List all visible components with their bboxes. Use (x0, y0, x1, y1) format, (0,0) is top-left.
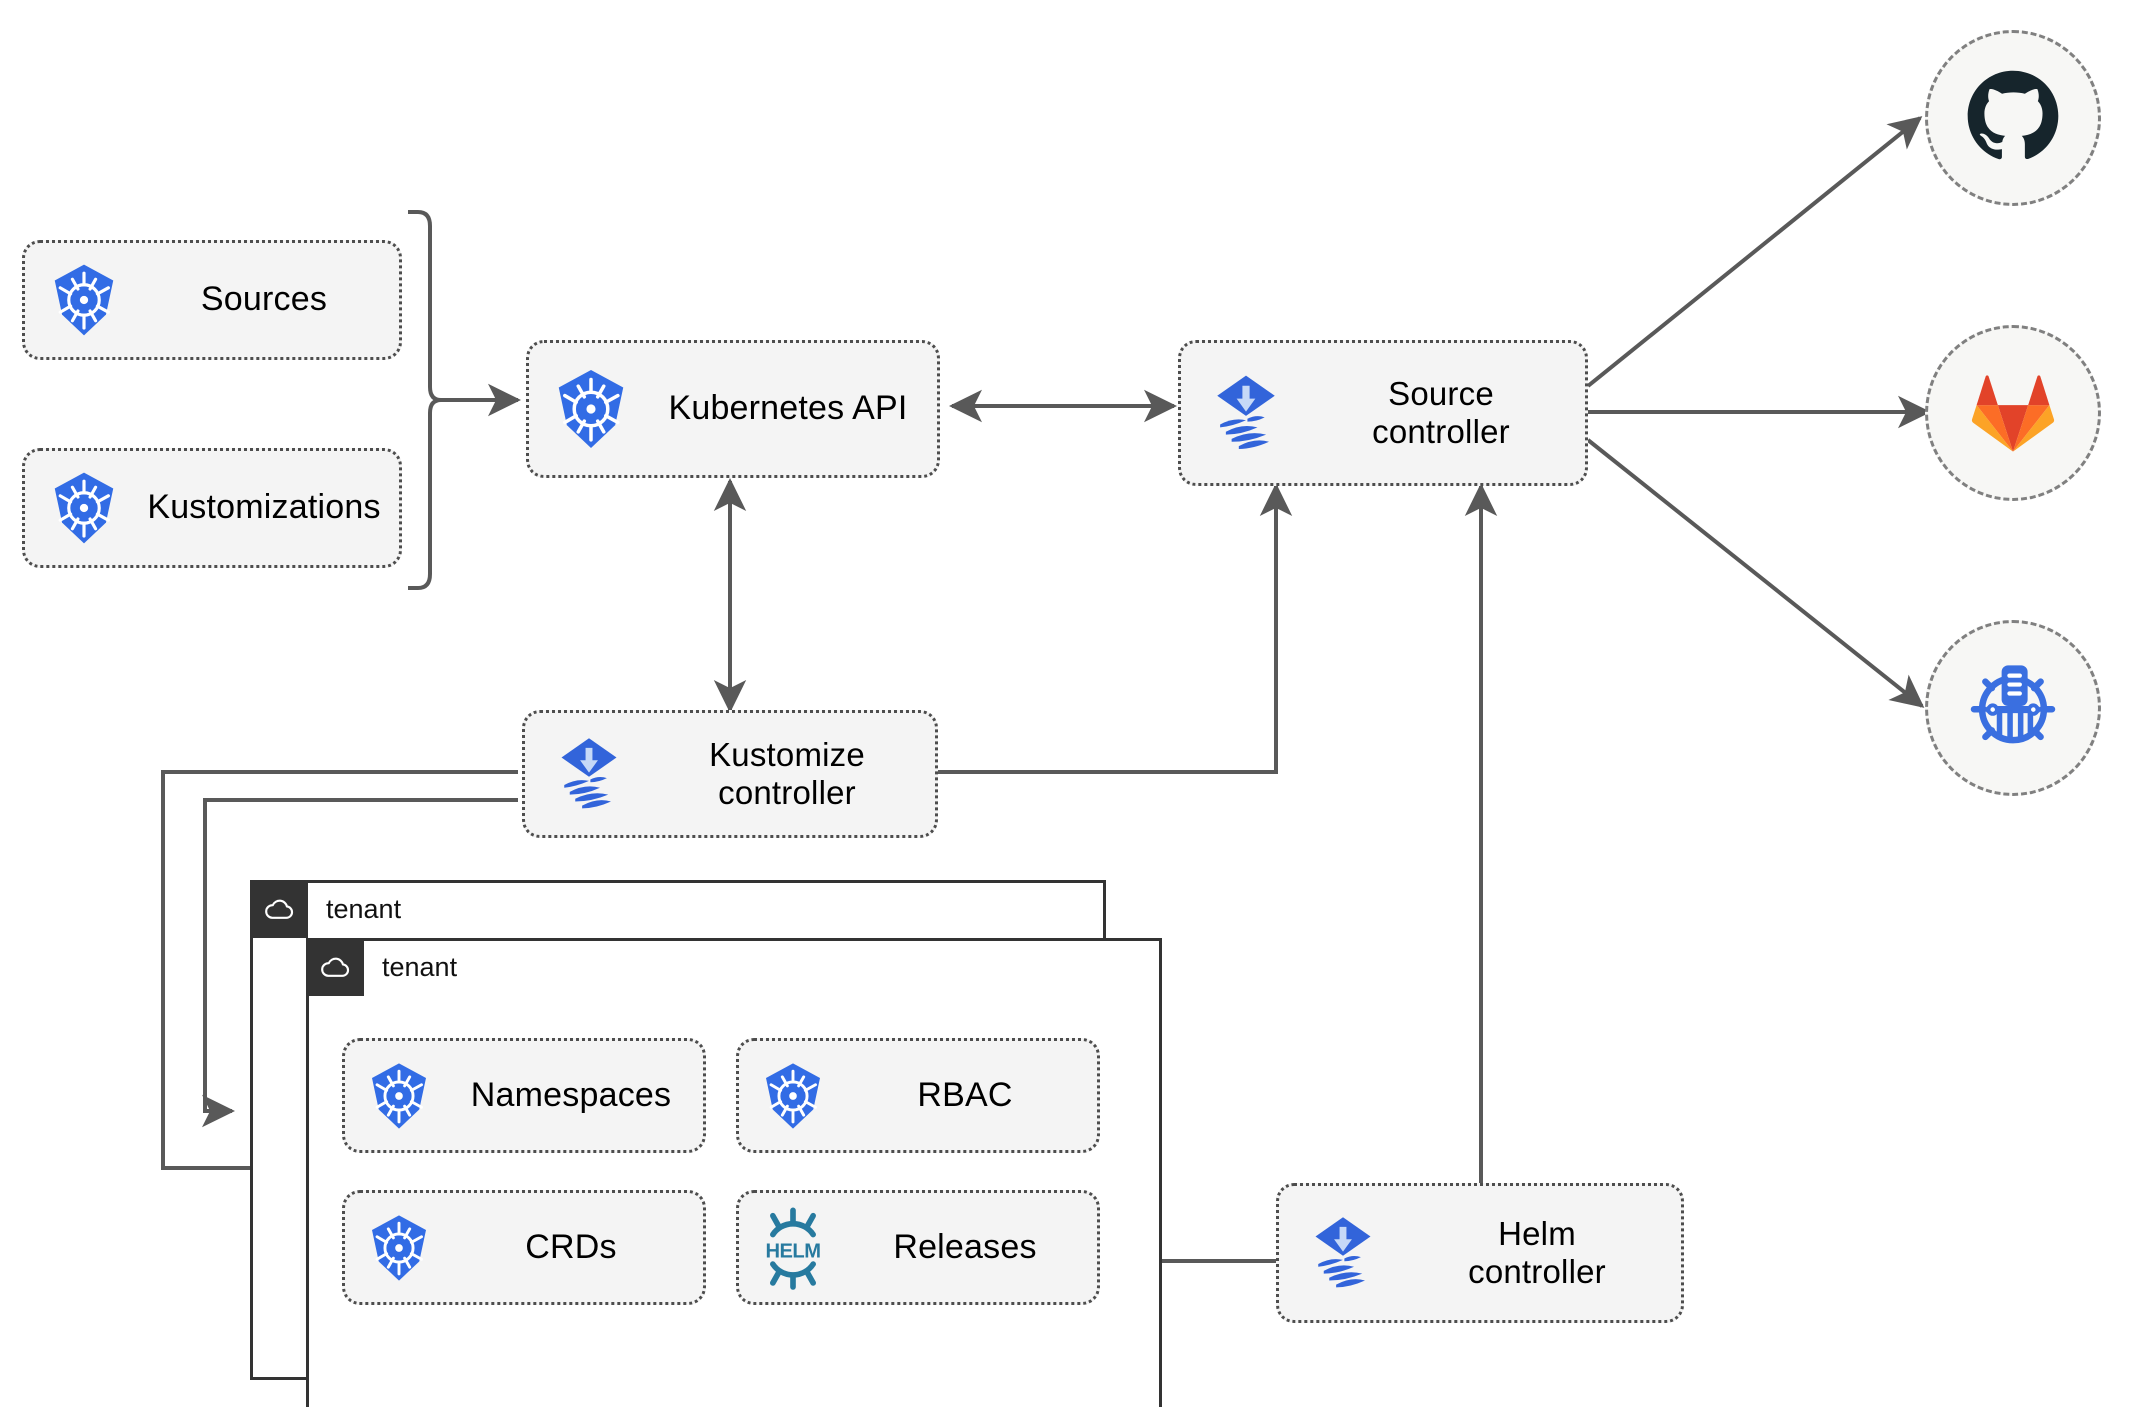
node-label: Kustomize controller (653, 736, 935, 812)
tenant-header: tenant (250, 880, 401, 938)
provider-github[interactable] (1925, 30, 2101, 206)
node-label-line2: controller (718, 774, 856, 811)
node-label: Kustomizations (147, 488, 381, 527)
svg-text:HELM: HELM (766, 1240, 821, 1262)
tenant-frame-front[interactable]: tenant (306, 938, 1162, 1407)
node-label: Namespaces (470, 1075, 672, 1114)
node-rbac[interactable]: RBAC (736, 1038, 1100, 1153)
node-label: Source controller (1311, 375, 1585, 451)
node-sources[interactable]: Sources (22, 240, 402, 360)
github-icon (1963, 66, 2063, 171)
node-label-line1: Kustomize (709, 736, 865, 774)
node-label: CRDs (525, 1227, 617, 1266)
node-label: Helm controller (1407, 1215, 1681, 1291)
node-label-line1: Source (1388, 375, 1494, 413)
helm-icon: HELM (739, 1205, 847, 1291)
node-kubernetes-api[interactable]: Kubernetes API (526, 340, 940, 478)
node-label-line2: controller (1372, 413, 1510, 450)
provider-helm-repository[interactable] (1925, 620, 2101, 796)
flux-icon (525, 730, 653, 818)
node-kustomizations[interactable]: Kustomizations (22, 448, 402, 568)
helm-repository-icon (1961, 654, 2065, 763)
kubernetes-icon (25, 261, 143, 339)
gitlab-icon (1963, 361, 2063, 466)
node-source-controller[interactable]: Source controller (1178, 340, 1588, 486)
tenant-name: tenant (382, 951, 458, 982)
cloud-icon (306, 938, 364, 996)
kubernetes-icon (739, 1060, 847, 1132)
cloud-icon (250, 880, 308, 938)
node-label-line1: Helm (1498, 1215, 1576, 1253)
flux-icon (1181, 367, 1311, 459)
node-helm-controller[interactable]: Helm controller (1276, 1183, 1684, 1323)
node-crds[interactable]: CRDs (342, 1190, 706, 1305)
tenant-name: tenant (326, 893, 402, 924)
kubernetes-icon (345, 1060, 453, 1132)
node-releases[interactable]: HELM Releases (736, 1190, 1100, 1305)
flux-icon (1279, 1209, 1407, 1297)
node-label: Kubernetes API (668, 389, 908, 428)
node-label-line2: controller (1468, 1253, 1606, 1290)
node-label: RBAC (917, 1075, 1013, 1114)
node-label: Sources (200, 280, 328, 319)
node-label: Releases (893, 1227, 1037, 1266)
tenant-header: tenant (306, 938, 457, 996)
kubernetes-icon (25, 469, 143, 547)
provider-gitlab[interactable] (1925, 325, 2101, 501)
kubernetes-icon (345, 1212, 453, 1284)
node-namespaces[interactable]: Namespaces (342, 1038, 706, 1153)
kubernetes-icon (529, 366, 653, 452)
node-kustomize-controller[interactable]: Kustomize controller (522, 710, 938, 838)
